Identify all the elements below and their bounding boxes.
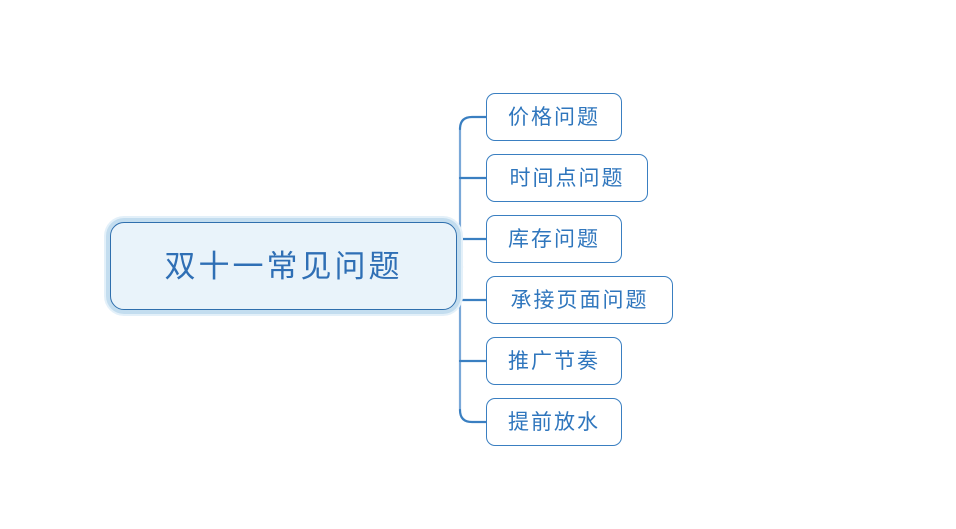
child-node-early-release[interactable]: 提前放水 [486, 398, 622, 446]
child-node-label: 承接页面问题 [510, 287, 649, 312]
child-node-label: 提前放水 [508, 409, 600, 434]
child-node-label: 时间点问题 [509, 165, 625, 190]
child-node-landing-page[interactable]: 承接页面问题 [486, 276, 673, 324]
child-node-timing[interactable]: 时间点问题 [486, 154, 648, 202]
child-node-price[interactable]: 价格问题 [486, 93, 622, 141]
root-node[interactable]: 双十一常见问题 [110, 222, 457, 310]
connector-line [458, 115, 488, 131]
child-node-promotion-rhythm[interactable]: 推广节奏 [486, 337, 622, 385]
child-node-inventory[interactable]: 库存问题 [486, 215, 622, 263]
root-node-label: 双十一常见问题 [164, 248, 403, 284]
connector-line [458, 408, 488, 424]
child-node-label: 库存问题 [508, 226, 600, 251]
child-node-label: 推广节奏 [508, 348, 600, 373]
child-node-label: 价格问题 [508, 104, 600, 129]
